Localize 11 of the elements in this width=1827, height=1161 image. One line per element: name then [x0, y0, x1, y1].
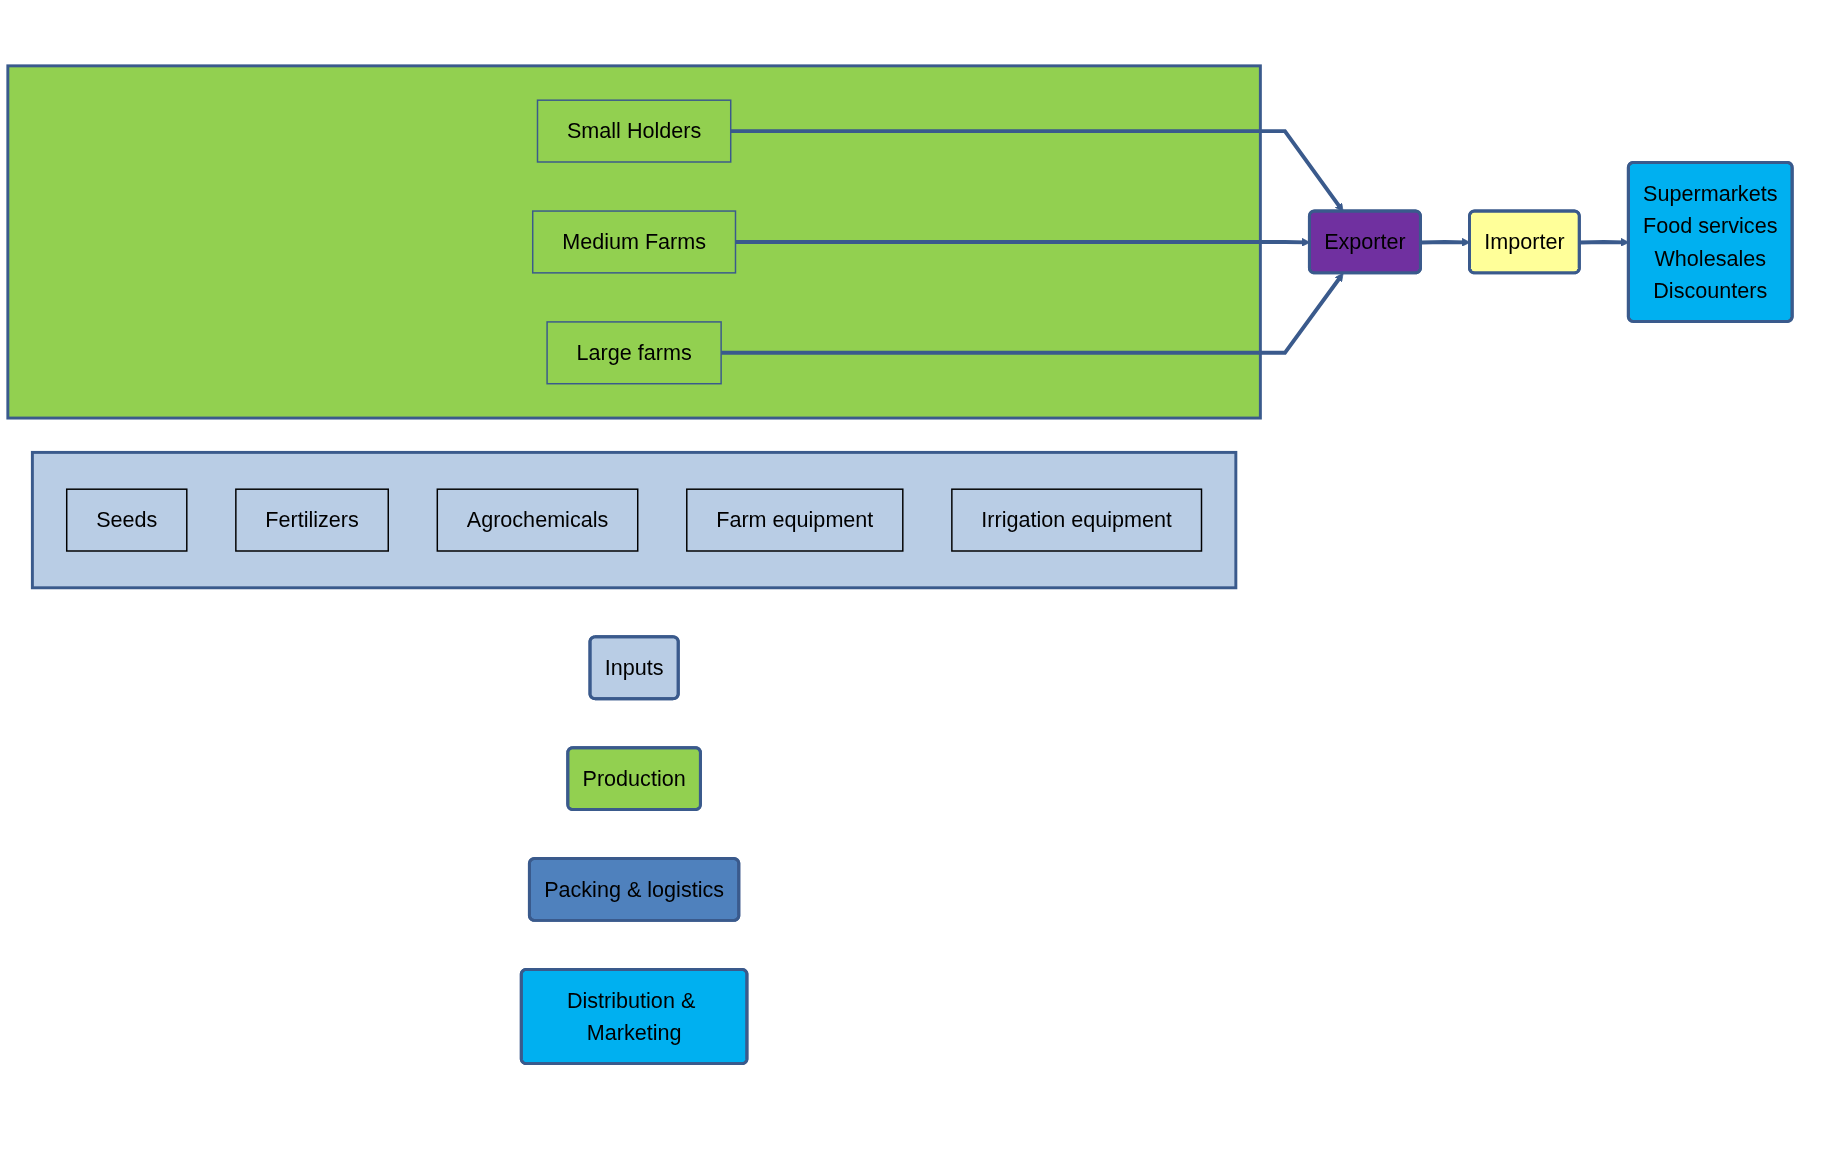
node-box: Farm equipment — [686, 488, 904, 552]
node-box: Medium Farms — [532, 210, 737, 274]
arrow — [721, 273, 1344, 356]
node-box: Agrochemicals — [436, 488, 639, 552]
cluster — [30, 451, 1238, 590]
node-box: Seeds — [66, 488, 188, 552]
node-box: Irrigation equipment — [951, 488, 1203, 552]
cluster — [6, 64, 1262, 420]
node-box: Small Holders — [536, 99, 732, 163]
node-box: Fertilizers — [235, 488, 389, 552]
node-box: Large farms — [546, 321, 722, 385]
